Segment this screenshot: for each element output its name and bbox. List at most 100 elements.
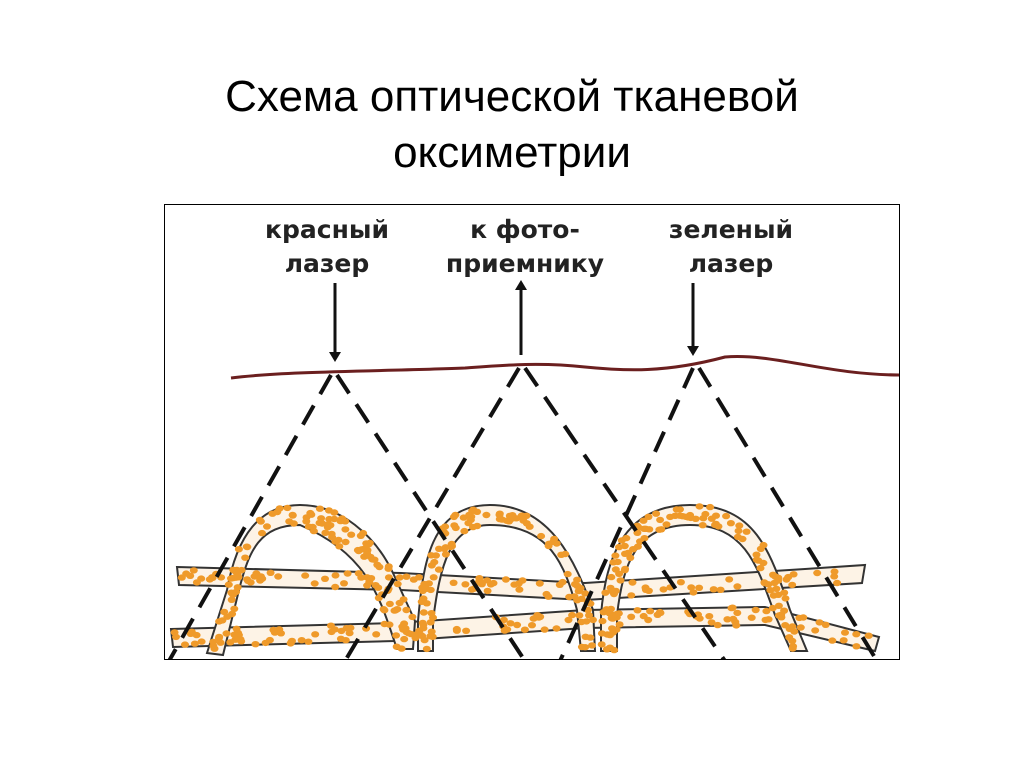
blood-cell: [385, 600, 394, 608]
blood-cell: [286, 640, 295, 647]
blood-cell: [209, 638, 218, 646]
blood-cell: [321, 529, 330, 536]
red-laser-beam-right: [335, 373, 527, 659]
blood-cell: [495, 510, 504, 517]
blood-cell: [363, 550, 372, 557]
blood-cell: [330, 515, 339, 523]
blood-cell: [408, 613, 417, 621]
blood-cell: [392, 632, 401, 639]
blood-cell: [535, 580, 544, 587]
blood-cell: [839, 637, 848, 644]
blood-cell: [620, 567, 629, 574]
slide-title-line-1: Схема оптической тканевой: [225, 72, 799, 122]
blood-cell: [432, 552, 440, 559]
blood-cell: [385, 621, 394, 628]
blood-cell: [656, 516, 665, 524]
blood-cell: [215, 618, 224, 625]
blood-cell: [525, 523, 534, 530]
blood-cell: [563, 570, 572, 578]
blood-cell: [373, 561, 382, 568]
blood-cell: [340, 580, 348, 587]
blood-cell: [729, 615, 738, 623]
blood-cell: [582, 618, 591, 625]
blood-cell: [368, 556, 377, 563]
blood-cell: [833, 579, 842, 587]
blood-cell: [687, 584, 696, 591]
blood-cell: [251, 641, 260, 648]
blood-cell: [774, 577, 783, 584]
blood-cell: [575, 612, 584, 619]
blood-cell: [367, 575, 376, 582]
blood-cell: [429, 574, 438, 581]
blood-cell: [362, 540, 371, 547]
blood-cell: [742, 528, 751, 535]
blood-cell: [263, 523, 271, 530]
slide-title: Схема оптической тканевой оксиметрии: [0, 69, 1024, 181]
blood-cell: [564, 616, 573, 624]
blood-cell: [695, 584, 704, 591]
blood-cell: [341, 526, 350, 533]
blood-cell: [528, 622, 536, 629]
blood-cell: [752, 551, 761, 558]
blood-cell: [707, 619, 716, 626]
blood-cell: [399, 596, 408, 603]
blood-cell: [815, 619, 824, 626]
blood-cell: [460, 527, 469, 535]
blood-cell: [629, 546, 638, 553]
blood-cell: [469, 523, 477, 531]
blood-cell: [627, 613, 636, 620]
blood-cell: [465, 511, 474, 519]
blood-cell: [489, 579, 498, 587]
blood-cell: [357, 574, 366, 581]
blood-cell: [227, 596, 236, 603]
blood-cell: [519, 517, 528, 524]
blood-cell: [335, 543, 344, 550]
blood-cell: [605, 606, 614, 613]
blood-cell: [407, 630, 416, 638]
blood-cell: [395, 574, 404, 581]
blood-cell: [852, 643, 861, 650]
blood-cell: [574, 587, 583, 595]
blood-cell: [573, 576, 582, 583]
blood-cell: [589, 616, 597, 624]
blood-cell: [274, 573, 283, 580]
blood-cell: [402, 606, 411, 614]
blood-cell: [785, 634, 794, 641]
blood-cell: [197, 638, 206, 645]
blood-cell: [775, 612, 783, 619]
blood-cell: [514, 580, 523, 587]
blood-cell: [828, 637, 837, 644]
green-laser-beam-left: [558, 367, 695, 659]
blood-cell: [417, 598, 426, 605]
blood-cell: [356, 532, 365, 539]
blood-cell: [811, 627, 820, 634]
blood-cell: [513, 621, 522, 629]
blood-cell: [422, 585, 431, 592]
blood-cell: [705, 613, 714, 620]
slide-title-line-2: оксиметрии: [393, 128, 631, 178]
blood-cell: [192, 631, 201, 639]
blood-cell: [830, 568, 839, 575]
blood-cell: [636, 538, 644, 545]
blood-cell: [639, 612, 648, 620]
blood-cell: [440, 545, 449, 553]
blood-cell: [304, 638, 313, 645]
blood-cell: [321, 575, 329, 582]
blood-cell: [774, 591, 783, 598]
blood-cell: [283, 504, 292, 512]
blood-cell: [402, 573, 411, 580]
blood-cell: [633, 529, 642, 536]
blood-cell: [764, 581, 773, 588]
blood-cell: [585, 612, 593, 619]
blood-cell: [633, 607, 642, 614]
blood-cell: [415, 631, 424, 638]
blood-cell: [384, 574, 393, 581]
blood-cell: [676, 512, 684, 519]
blood-cell: [555, 581, 564, 588]
blood-cell: [716, 586, 725, 593]
blood-cell: [338, 515, 346, 522]
blood-cell: [301, 572, 310, 579]
blood-cell: [699, 515, 708, 522]
blood-cell: [723, 616, 732, 623]
blood-cell: [537, 532, 546, 540]
